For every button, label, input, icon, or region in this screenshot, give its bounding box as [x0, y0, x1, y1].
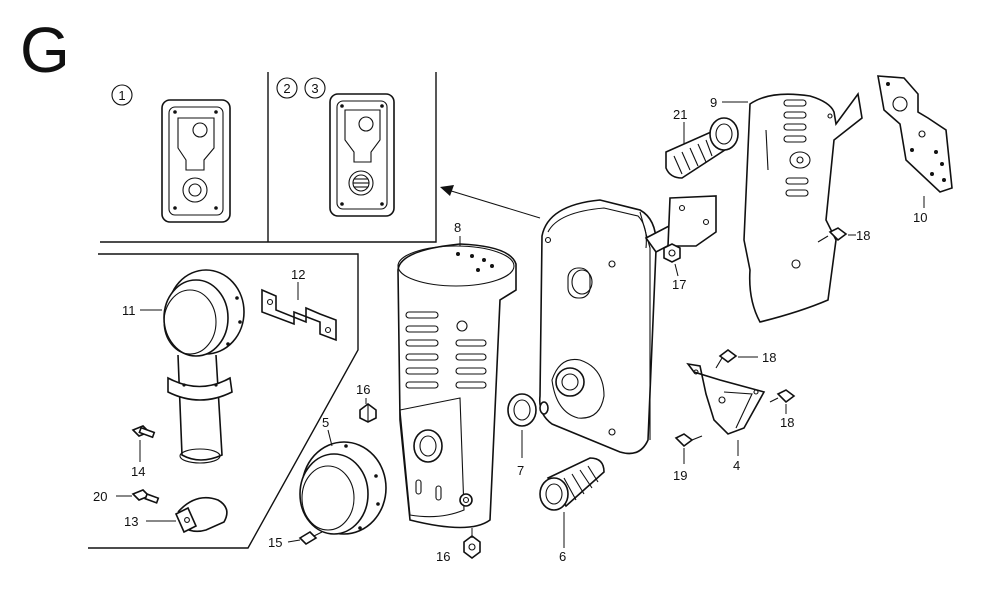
bolt-part-14 — [131, 425, 156, 439]
callout-21: 21 — [673, 107, 687, 122]
mounting-plate-part-10 — [877, 75, 953, 193]
callout-5: 5 — [322, 415, 329, 430]
callout-16b: 16 — [436, 549, 450, 564]
reference-arrow — [440, 185, 541, 219]
bolt-part-20 — [131, 489, 160, 504]
variant-1-label: 1 — [118, 88, 125, 103]
variant-3-badge: 3 — [304, 77, 326, 99]
clamp-part-13 — [174, 496, 228, 534]
bolt-part-19 — [674, 433, 703, 448]
screw-part-16-lower — [463, 535, 481, 559]
muffler-protector-part-8 — [397, 243, 517, 529]
callout-9: 9 — [710, 95, 717, 110]
variant-2-badge: 2 — [276, 77, 298, 99]
bracket-part-12 — [261, 288, 337, 342]
variant-panel-frame — [100, 72, 437, 243]
callout-20: 20 — [93, 489, 107, 504]
bolt-part-18-upper — [817, 227, 848, 243]
callout-17: 17 — [672, 277, 686, 292]
callout-6: 6 — [559, 549, 566, 564]
callout-7: 7 — [517, 463, 524, 478]
variant-1-badge: 1 — [111, 84, 133, 106]
muffler-plate-variant-2-3 — [329, 93, 395, 217]
callout-19: 19 — [673, 468, 687, 483]
gasket-part-7 — [507, 393, 549, 427]
callout-12: 12 — [291, 267, 305, 282]
muffler-body — [538, 195, 717, 455]
variant-panel: 1 2 3 — [100, 72, 541, 243]
deflector-cap-part-11 — [163, 269, 245, 464]
section-letter: G — [20, 14, 70, 86]
bracket-part-4 — [686, 362, 766, 435]
callout-18b: 18 — [762, 350, 776, 365]
callout-16a: 16 — [356, 382, 370, 397]
callout-14: 14 — [131, 464, 145, 479]
callout-11: 11 — [122, 303, 136, 318]
nut-part-17 — [663, 243, 681, 263]
muffler-plate-variant-1 — [161, 99, 231, 223]
callout-18a: 18 — [856, 228, 870, 243]
callout-8: 8 — [454, 220, 461, 235]
callout-18c: 18 — [780, 415, 794, 430]
muffler-protector-part-9 — [743, 91, 863, 323]
variant-3-label: 3 — [311, 81, 318, 96]
bolt-part-18-middle — [715, 349, 738, 369]
callout-10: 10 — [913, 210, 927, 225]
spark-arrester-part-21 — [665, 117, 739, 179]
screw-part-16-upper — [359, 403, 377, 423]
bolt-part-18-lower — [769, 389, 796, 404]
screw-part-15 — [298, 530, 323, 546]
callout-4: 4 — [733, 458, 740, 473]
callout-15: 15 — [268, 535, 282, 550]
callout-13: 13 — [124, 514, 138, 529]
variant-2-label: 2 — [283, 81, 290, 96]
spark-arrester-panel: 11 12 14 20 — [88, 253, 359, 549]
screen-cover-part-5 — [299, 441, 387, 535]
kit-panel-frame — [88, 253, 359, 549]
spark-arrester-screen-part-6 — [539, 457, 605, 511]
